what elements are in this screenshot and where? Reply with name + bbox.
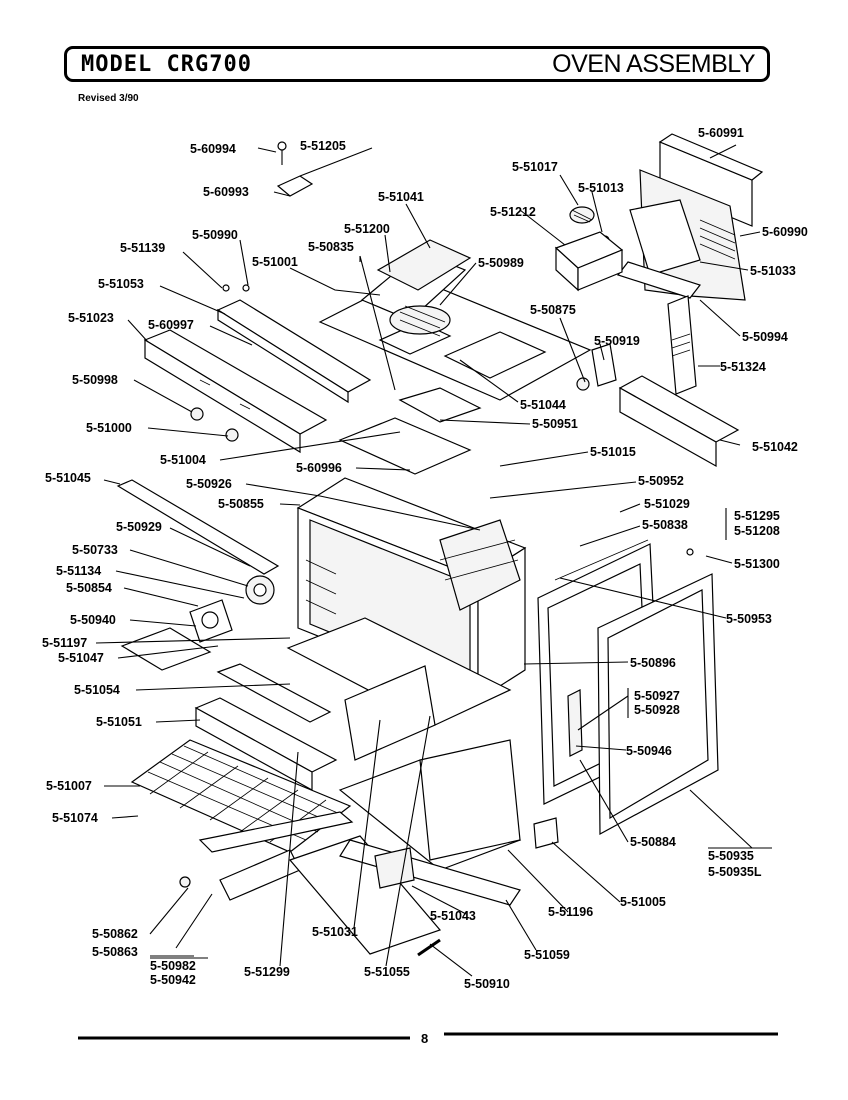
part-label: 5-51029 — [644, 497, 690, 511]
part-label: 5-51042 — [752, 440, 798, 454]
part-label: 5-50935L — [708, 865, 762, 879]
part-label: 5-60993 — [203, 185, 249, 199]
part-label: 5-50946 — [626, 744, 672, 758]
part-label: 5-50929 — [116, 520, 162, 534]
part-label: 5-51139 — [120, 241, 165, 255]
part-label: 5-51007 — [46, 779, 92, 793]
page-footer: 8 — [78, 1031, 778, 1046]
part-label: 5-51033 — [750, 264, 796, 278]
part-label: 5-50875 — [530, 303, 576, 317]
right-side-parts — [576, 295, 740, 468]
bottom-tray-parts — [194, 617, 512, 792]
part-label: 5-51013 — [578, 181, 624, 195]
title-bar: MODEL CRG700 OVEN ASSEMBLY — [64, 46, 770, 82]
part-label: 5-51197 — [42, 636, 87, 650]
part-label: 5-50940 — [70, 613, 116, 627]
part-label: 5-51044 — [520, 398, 566, 412]
lower-body-part — [179, 739, 559, 955]
part-label: 5-51059 — [524, 948, 570, 962]
part-label: 5-51212 — [490, 205, 536, 219]
part-label: 5-51015 — [590, 445, 636, 459]
part-label: 5-50926 — [186, 477, 232, 491]
part-label: 5-51045 — [45, 471, 91, 485]
part-label: 5-50910 — [464, 977, 510, 991]
oven-rack-part — [130, 739, 354, 853]
section-title: OVEN ASSEMBLY — [552, 50, 755, 78]
grouping-marks — [150, 508, 772, 959]
part-label: 5-51300 — [734, 557, 780, 571]
part-label: 5-50935 — [708, 849, 754, 863]
model-label: MODEL CRG700 — [81, 52, 252, 77]
part-label: 5-51055 — [364, 965, 410, 979]
part-label: 5-60991 — [698, 126, 744, 140]
part-label: 5-50998 — [72, 373, 118, 387]
part-label: 5-51043 — [430, 909, 476, 923]
part-label: 5-51299 — [244, 965, 290, 979]
part-label: 5-51134 — [56, 564, 101, 578]
part-label: 5-50854 — [66, 581, 112, 595]
part-label: 5-51001 — [252, 255, 298, 269]
part-label: 5-60994 — [190, 142, 236, 156]
part-label: 5-50919 — [594, 334, 640, 348]
part-label: 5-51196 — [548, 905, 593, 919]
part-label: 5-51004 — [160, 453, 206, 467]
part-label: 5-50863 — [92, 945, 138, 959]
part-label: 5-51053 — [98, 277, 144, 291]
part-label: 5-50733 — [72, 543, 118, 557]
part-shapes — [116, 133, 764, 955]
part-label: 5-50989 — [478, 256, 524, 270]
part-label: 5-50952 — [638, 474, 684, 488]
part-label: 5-60990 — [762, 225, 808, 239]
part-label: 5-51041 — [378, 190, 424, 204]
part-label: 5-50990 — [192, 228, 238, 242]
part-label: 5-51047 — [58, 651, 104, 665]
part-label: 5-50862 — [92, 927, 138, 941]
part-label: 5-51054 — [74, 683, 120, 697]
part-label: 5-60996 — [296, 461, 342, 475]
leader-lines — [95, 144, 761, 977]
part-label: 5-50928 — [634, 703, 680, 717]
part-label: 5-51051 — [96, 715, 142, 729]
part-label: 5-50884 — [630, 835, 676, 849]
part-label: 5-51074 — [52, 811, 98, 825]
part-label: 5-50942 — [150, 973, 196, 987]
part-label: 5-51205 — [300, 139, 346, 153]
box-part — [554, 231, 624, 292]
part-label: 5-50838 — [642, 518, 688, 532]
revision-date: Revised 3/90 — [78, 93, 139, 104]
page-number: 8 — [421, 1031, 428, 1046]
top-bracket-part — [276, 141, 373, 197]
part-label: 5-51324 — [720, 360, 766, 374]
part-label: 5-51295 — [734, 509, 780, 523]
part-label: 5-50951 — [532, 417, 578, 431]
part-label: 5-50855 — [218, 497, 264, 511]
knob-parts — [190, 284, 250, 442]
part-label: 5-60997 — [148, 318, 194, 332]
rear-vent-part — [617, 133, 764, 301]
part-label: 5-50927 — [634, 689, 680, 703]
part-number-labels: 5-60994 5-51205 5-60993 5-60991 5-51017 … — [42, 126, 808, 991]
part-label: 5-50953 — [726, 612, 772, 626]
left-channel-parts — [143, 299, 372, 454]
burner-plate-part — [318, 239, 592, 401]
part-label: 5-51031 — [312, 925, 358, 939]
part-label: 5-51017 — [512, 160, 558, 174]
part-label: 5-50896 — [630, 656, 676, 670]
part-label: 5-50835 — [308, 240, 354, 254]
oven-door-part — [537, 539, 719, 836]
part-label: 5-50982 — [150, 959, 196, 973]
part-label: 5-51200 — [344, 222, 390, 236]
part-label: 5-50994 — [742, 330, 788, 344]
fan-motor-parts — [116, 479, 280, 671]
part-label: 5-51023 — [68, 311, 114, 325]
part-label: 5-51000 — [86, 421, 132, 435]
part-label: 5-51005 — [620, 895, 666, 909]
part-label: 5-51208 — [734, 524, 780, 538]
